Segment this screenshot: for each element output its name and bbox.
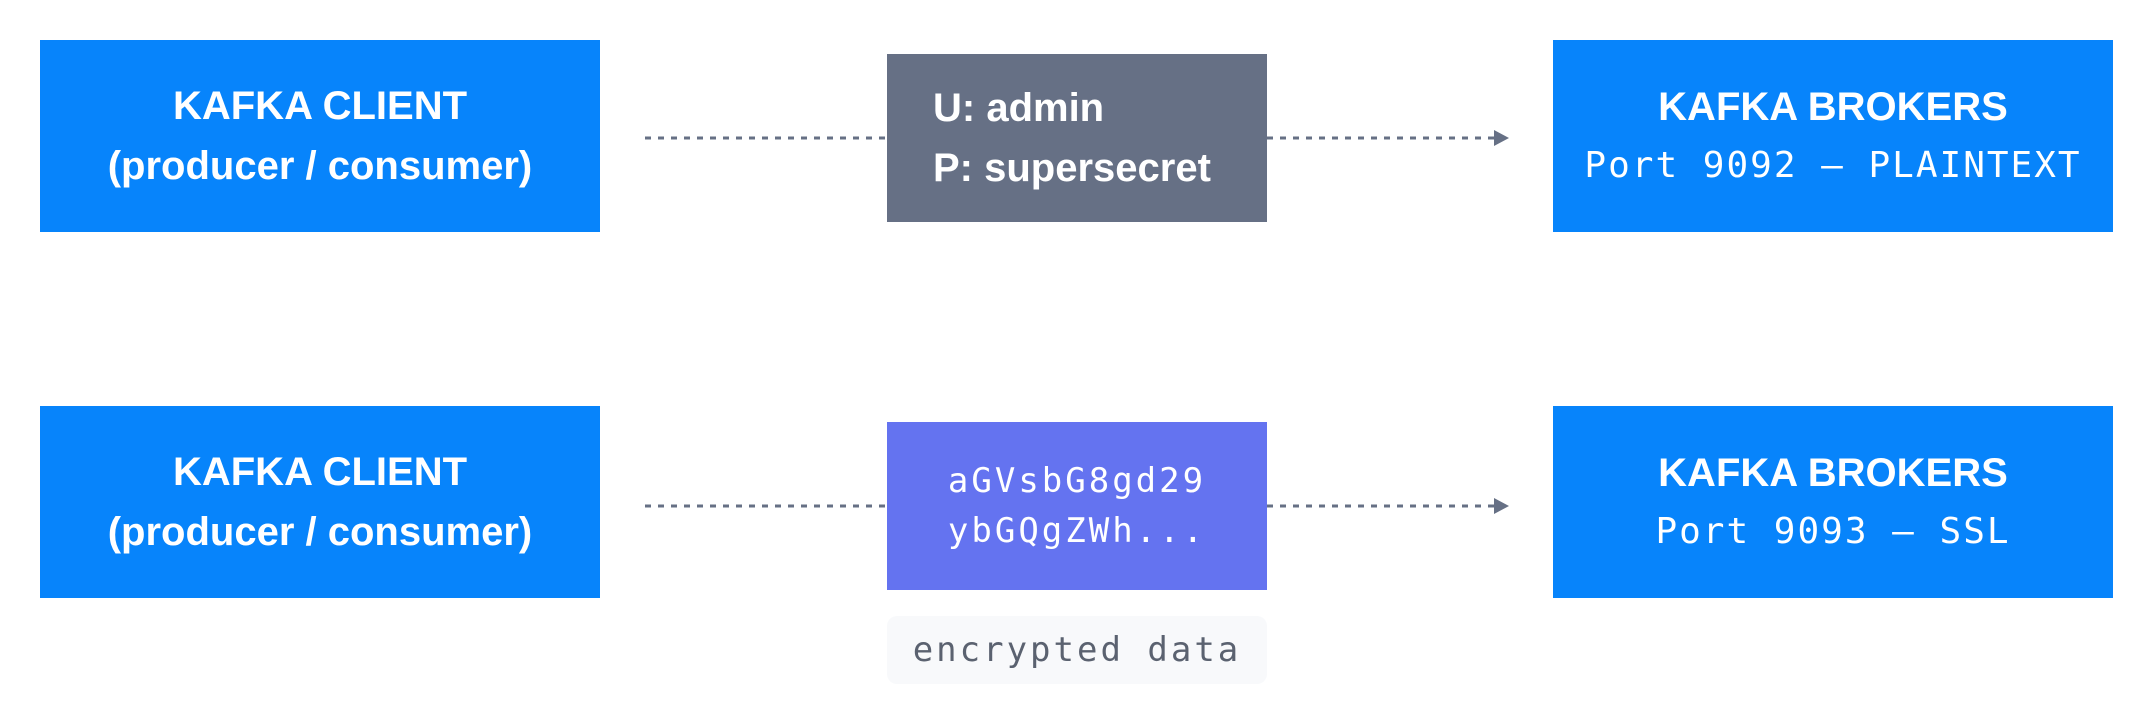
client-subtitle: (producer / consumer) xyxy=(107,144,533,188)
arrowhead-row1-icon xyxy=(1494,130,1509,146)
client-subtitle: (producer / consumer) xyxy=(107,510,533,554)
encrypted-line-2: ybGQgZWh... xyxy=(947,511,1207,551)
kafka-client-plaintext: KAFKA CLIENT (producer / consumer) xyxy=(40,40,600,232)
broker-port: Port 9092 – PLAINTEXT xyxy=(1584,145,2082,186)
kafka-client-ssl: KAFKA CLIENT (producer / consumer) xyxy=(40,406,600,598)
client-title: KAFKA CLIENT xyxy=(172,450,468,494)
broker-port: Port 9093 – SSL xyxy=(1655,511,2011,552)
client-title: KAFKA CLIENT xyxy=(172,84,468,128)
encrypted-payload: aGVsbG8gd29 ybGQgZWh... xyxy=(887,422,1267,590)
broker-title: KAFKA BROKERS xyxy=(1658,85,2008,129)
credentials-password: P: supersecret xyxy=(933,146,1211,190)
kafka-brokers-plaintext: KAFKA BROKERS Port 9092 – PLAINTEXT xyxy=(1553,40,2113,232)
encrypted-line-1: aGVsbG8gd29 xyxy=(947,461,1207,501)
credentials-username: U: admin xyxy=(933,86,1105,130)
arrowhead-row2-icon xyxy=(1494,498,1509,514)
kafka-brokers-ssl: KAFKA BROKERS Port 9093 – SSL xyxy=(1553,406,2113,598)
broker-title: KAFKA BROKERS xyxy=(1658,451,2008,495)
encrypted-data-caption: encrypted data xyxy=(887,616,1267,684)
plaintext-credentials: U: admin P: supersecret xyxy=(887,54,1267,222)
